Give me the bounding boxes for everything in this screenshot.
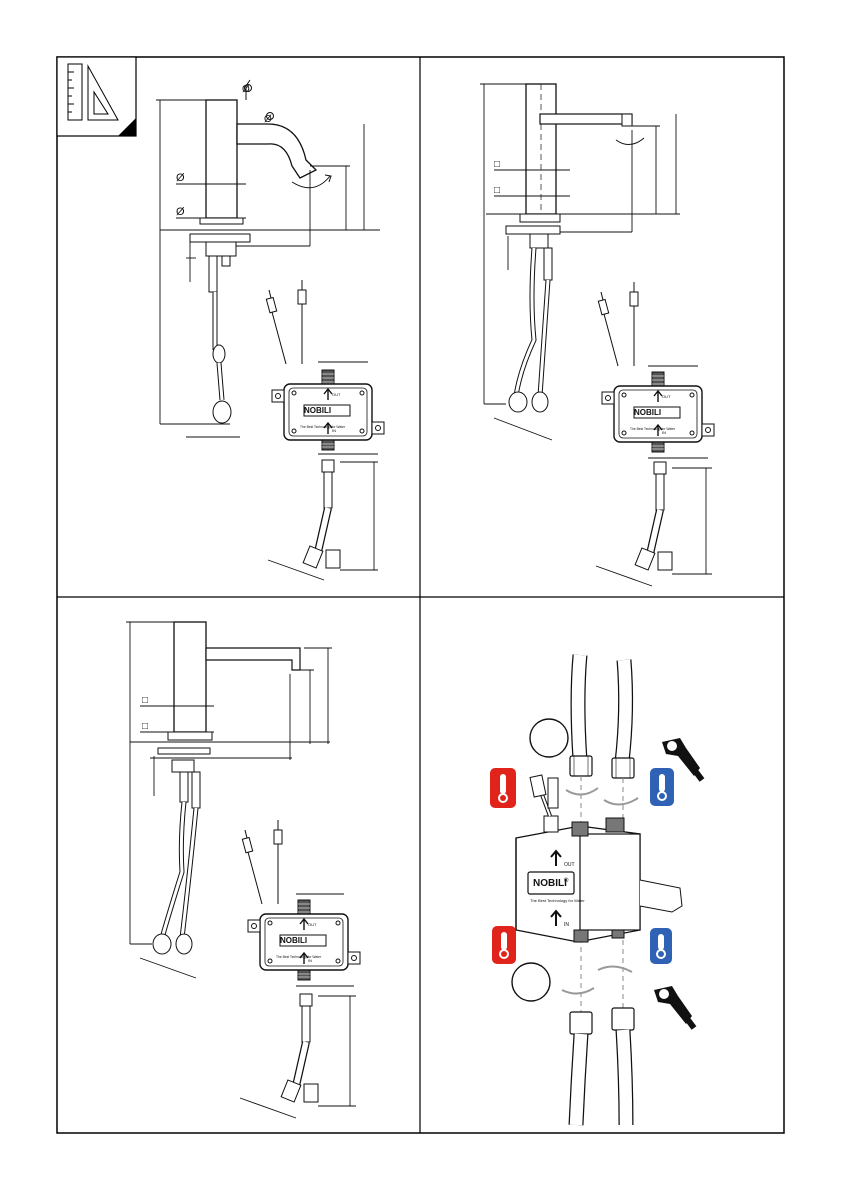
thermometer-hot-icon [490,768,516,808]
panel-round-faucet: Ø Ø Ø Ø [57,57,384,580]
port-out-label: OUT [308,922,317,927]
panel-grid [57,57,784,1133]
diameter-label: Ø [176,206,185,218]
port-out-label: OUT [564,862,575,868]
measure-icon [57,57,136,136]
box-brand: NOBILI [533,878,567,889]
square-label: □ [142,695,148,706]
square-label: □ [494,185,500,196]
panel-square-faucet-tall: □ □ NOBILI The Best Technology for Water… [480,84,714,586]
box-tagline: The Best Technology for Water [530,898,585,903]
box-tagline: The Best Technology for Water [300,425,346,429]
box-brand: NOBILI [634,408,661,417]
port-out-label: OUT [662,394,671,399]
square-label: □ [494,159,500,170]
box-brand: NOBILI [280,936,307,945]
panel-square-faucet-low: □ □ NOBILI The Best Technology for Water… [126,622,360,1118]
wrench-icon [654,986,694,1028]
brand-mark: ® [564,877,569,884]
diameter-label: Ø [176,172,185,184]
thermometer-hot-icon [492,926,516,964]
port-in-label: IN [564,922,569,928]
diameter-label: Ø [264,114,272,125]
diameter-label: Ø [242,84,250,95]
square-label: □ [142,721,148,732]
thermometer-cold-icon [650,768,674,806]
thermometer-cold-icon [650,928,672,964]
port-in-label: IN [662,430,666,435]
port-out-label: OUT [332,392,341,397]
box-tagline: The Best Technology for Water [276,955,322,959]
panel-connection-steps: NOBILI ® The Best Technology for Water O… [490,655,702,1125]
box-brand: NOBILI [304,406,331,415]
port-in-label: IN [332,428,336,433]
box-tagline: The Best Technology for Water [630,427,676,431]
port-in-label: IN [308,958,312,963]
